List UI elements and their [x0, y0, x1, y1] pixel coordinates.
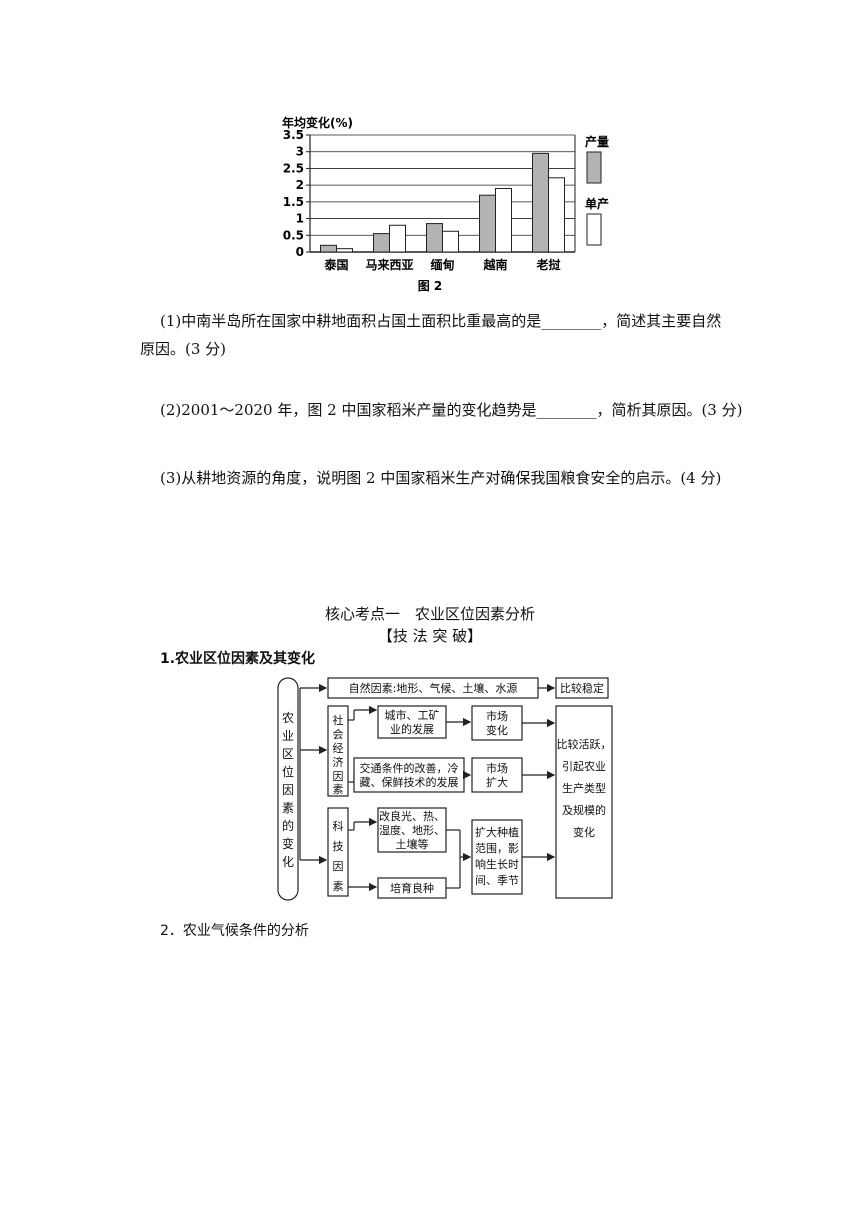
left-factor-box [277, 677, 299, 901]
social-factors-box [327, 705, 349, 797]
left-char-8: 化 [282, 855, 294, 869]
bar-yield-3 [495, 187, 512, 253]
y-tick-label: 1.5 [283, 195, 304, 209]
tech-char-2: 因 [333, 860, 344, 873]
y-tick-label: 1 [296, 212, 304, 226]
y-axis-label: 年均变化(%) [282, 115, 353, 130]
question-3: (3)从耕地资源的角度，说明图 2 中国家稻米生产对确保我国粮食安全的启示。(4… [160, 469, 722, 487]
left-char-1: 业 [282, 729, 294, 743]
expand-line-2: 响生长时 [475, 857, 519, 871]
city-development-box [377, 705, 447, 739]
social-char-1: 会 [333, 728, 344, 741]
factor-flowchart: 农 业 区 位 因 素 的 变 化 自然因素:地形、气候、土壤、水源 比较稳定 … [277, 677, 613, 901]
city-line-0: 城市、工矿 [385, 708, 440, 722]
left-char-7: 变 [282, 836, 294, 851]
city-line-1: 业的发展 [390, 722, 434, 736]
y-tick-label: 3.5 [283, 128, 304, 142]
tech-char-1: 技 [333, 840, 344, 853]
social-char-2: 经 [333, 742, 344, 755]
active-change-box [555, 705, 613, 899]
x-tick-label: 缅甸 [430, 257, 454, 272]
transport-box [353, 757, 465, 793]
bar-output-4 [532, 152, 549, 253]
left-char-4: 因 [282, 783, 294, 797]
social-char-4: 因 [333, 770, 344, 783]
stable-box [555, 677, 609, 699]
bar-output-3 [479, 194, 496, 253]
tech-char-3: 素 [333, 880, 344, 893]
left-char-0: 农 [282, 711, 294, 725]
natural-factors-text: 自然因素:地形、气候、土壤、水源 [349, 681, 518, 695]
question-2: (2)2001～2020 年，图 2 中国家稻米产量的变化趋势是________… [160, 401, 743, 419]
legend-label-0: 产量 [585, 134, 609, 149]
bar-yield-1 [389, 224, 406, 253]
x-tick-label: 马来西亚 [365, 257, 413, 272]
item-2-heading: 2．农业气候条件的分析 [160, 923, 309, 939]
left-char-6: 的 [282, 818, 294, 833]
bar-yield-0 [336, 248, 353, 253]
y-tick-label: 0 [296, 245, 304, 259]
question-1: (1)中南半岛所在国家中耕地面积占国土面积比重最高的是________，简述其主… [140, 307, 760, 363]
tech-char-0: 科 [333, 819, 344, 833]
market-change-line-0: 市场 [486, 709, 508, 723]
item-1-heading: 1.农业区位因素及其变化 [160, 651, 316, 667]
x-tick-label: 老挝 [536, 257, 561, 272]
market-change-line-1: 变化 [486, 723, 508, 737]
active-line-2: 生产类型 [562, 781, 606, 795]
bar-output-2 [426, 223, 443, 253]
question-1-line2: 原因。(3 分) [140, 340, 227, 358]
improve-line-0: 改良光、热、 [379, 809, 445, 823]
y-tick-label: 3 [296, 145, 304, 159]
improve-line-2: 土壤等 [396, 837, 429, 851]
transport-line-1: 藏、保鲜技术的发展 [360, 775, 459, 789]
bar-output-0 [320, 244, 337, 253]
active-line-1: 引起农业 [562, 759, 606, 773]
market-expand-line-0: 市场 [486, 761, 508, 775]
legend-swatch-1 [586, 213, 602, 246]
x-tick-label: 泰国 [323, 257, 348, 272]
left-char-5: 素 [282, 801, 294, 815]
y-tick-label: 0.5 [283, 228, 304, 242]
x-tick-label: 越南 [482, 257, 507, 272]
bar-chart: 年均变化(%) 3.5 3 2.5 2 1.5 1 0.5 0 泰国 马来西亚 缅甸 越南 老挝 产量… [282, 115, 609, 293]
market-expand-line-1: 扩大 [486, 775, 508, 789]
left-char-3: 位 [282, 764, 294, 779]
expand-box [471, 819, 523, 895]
section-title: 核心考点一 农业区位因素分析 [324, 605, 535, 623]
active-line-0: 比较活跃， [557, 737, 612, 751]
legend-swatch-0 [586, 151, 602, 184]
expand-line-3: 间、季节 [475, 874, 519, 887]
breed-text: 培育良种 [390, 881, 434, 895]
y-tick-label: 2 [296, 178, 304, 192]
improve-line-1: 湿度、地形、 [379, 823, 445, 837]
stable-text: 比较稳定 [560, 681, 604, 695]
bar-yield-2 [442, 230, 459, 253]
active-line-3: 及规模的 [562, 803, 606, 817]
left-char-2: 区 [282, 747, 294, 761]
transport-line-0: 交通条件的改善，冷 [360, 761, 459, 775]
legend-label-1: 单产 [585, 196, 609, 211]
section-subtitle: 【技 法 突 破】 [377, 627, 483, 645]
social-char-0: 社 [333, 713, 344, 727]
active-line-4: 变化 [573, 825, 595, 839]
bar-output-1 [373, 233, 390, 253]
y-tick-label: 2.5 [283, 161, 304, 175]
bar-yield-4 [548, 177, 565, 253]
social-char-5: 素 [333, 783, 344, 796]
chart-caption: 图 2 [418, 279, 443, 293]
social-char-3: 济 [333, 755, 344, 769]
expand-line-1: 范围，影 [475, 841, 519, 855]
tech-factors-box [327, 807, 349, 897]
question-1-line1: (1)中南半岛所在国家中耕地面积占国土面积比重最高的是________，简述其主… [160, 312, 722, 330]
expand-line-0: 扩大种植 [475, 825, 519, 839]
